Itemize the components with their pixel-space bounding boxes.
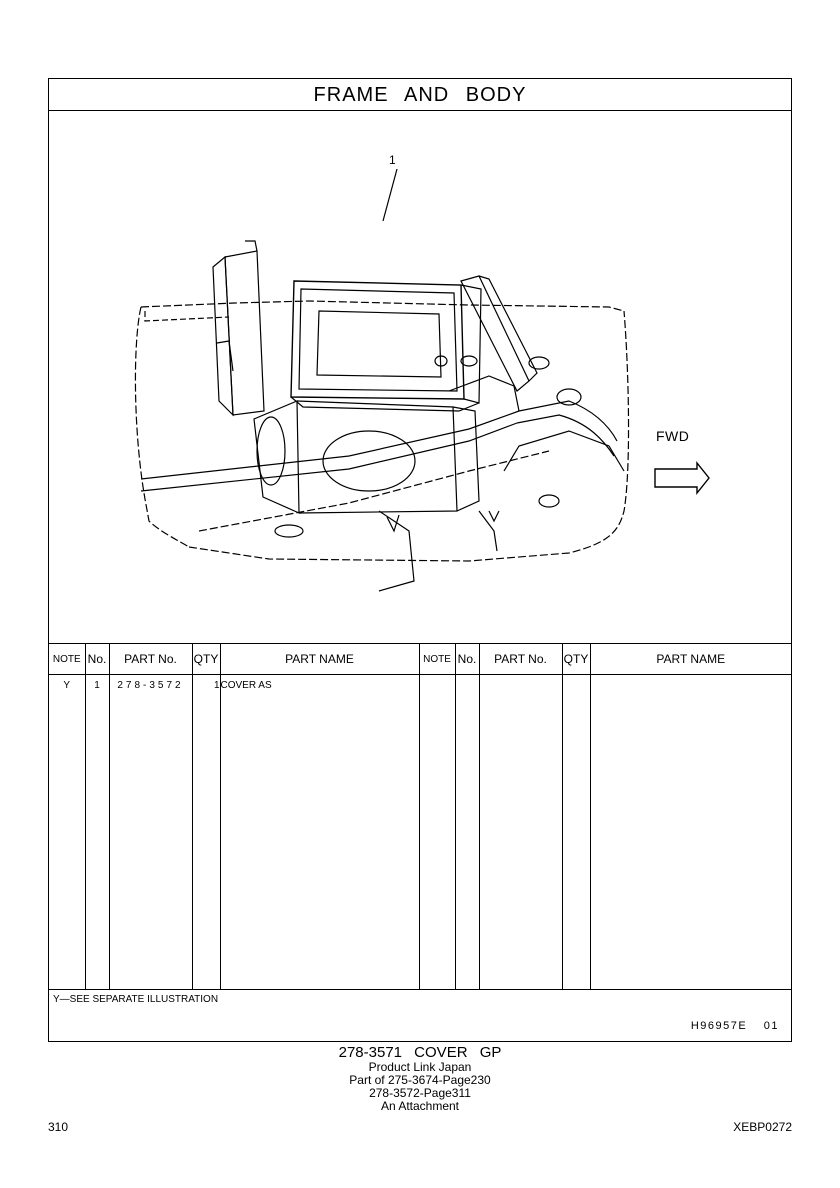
col-no: No. bbox=[85, 644, 110, 675]
empty-cell bbox=[590, 675, 791, 990]
drawing-id: H96957E 01 bbox=[690, 1020, 779, 1032]
page-title: FRAME AND BODY bbox=[49, 79, 791, 111]
footer-line: An Attachment bbox=[380, 1099, 460, 1113]
row-note: Y bbox=[49, 674, 86, 989]
parts-page-frame: FRAME AND BODY bbox=[48, 78, 792, 1042]
fwd-arrow-icon bbox=[654, 461, 710, 495]
parts-illustration: 1 FWD bbox=[49, 111, 791, 643]
callout-label: 1 bbox=[389, 153, 396, 167]
col-no-2: No. bbox=[455, 644, 480, 675]
frame-body-drawing bbox=[134, 168, 710, 592]
group-title: 278-3571 COVER GP bbox=[338, 1044, 502, 1061]
document-code: XEBP0272 bbox=[733, 1120, 792, 1134]
col-qty-2: QTY bbox=[562, 644, 591, 675]
parts-table: NOTE No. PART No. QTY PART NAME NOTE No.… bbox=[49, 644, 791, 989]
parts-table-area: NOTE No. PART No. QTY PART NAME NOTE No.… bbox=[49, 643, 791, 989]
row-no: 1 bbox=[85, 674, 110, 989]
row-part-name: COVER AS bbox=[220, 674, 420, 989]
note-legend: Y—SEE SEPARATE ILLUSTRATION bbox=[53, 994, 219, 1005]
empty-cell bbox=[419, 674, 456, 989]
empty-cell bbox=[455, 674, 480, 989]
notes-area: Y—SEE SEPARATE ILLUSTRATION H96957E 01 bbox=[49, 989, 791, 1041]
footer-line: Part of 275-3674-Page230 bbox=[349, 1073, 491, 1087]
page-number: 310 bbox=[48, 1120, 69, 1134]
row-qty: 1 bbox=[192, 674, 221, 989]
col-part-no-2: PART No. bbox=[479, 644, 563, 675]
row-part-no: 278-3572 bbox=[109, 674, 193, 989]
empty-cell bbox=[479, 674, 563, 989]
col-part-no: PART No. bbox=[109, 644, 193, 675]
table-header-row: NOTE No. PART No. QTY PART NAME NOTE No.… bbox=[49, 644, 791, 675]
footer-line: 278-3572-Page311 bbox=[369, 1086, 471, 1100]
page-footer: 278-3571 COVER GP Product Link Japan Par… bbox=[0, 1045, 840, 1113]
table-row: Y 1 278-3572 1 COVER AS bbox=[49, 674, 791, 990]
col-qty: QTY bbox=[192, 644, 221, 675]
col-part-name: PART NAME bbox=[220, 644, 420, 675]
fwd-label: FWD bbox=[656, 428, 690, 444]
col-part-name-2: PART NAME bbox=[590, 644, 791, 675]
footer-line: Product Link Japan bbox=[368, 1060, 472, 1074]
col-note: NOTE bbox=[49, 644, 86, 675]
col-note-2: NOTE bbox=[419, 644, 456, 675]
empty-cell bbox=[562, 674, 591, 989]
